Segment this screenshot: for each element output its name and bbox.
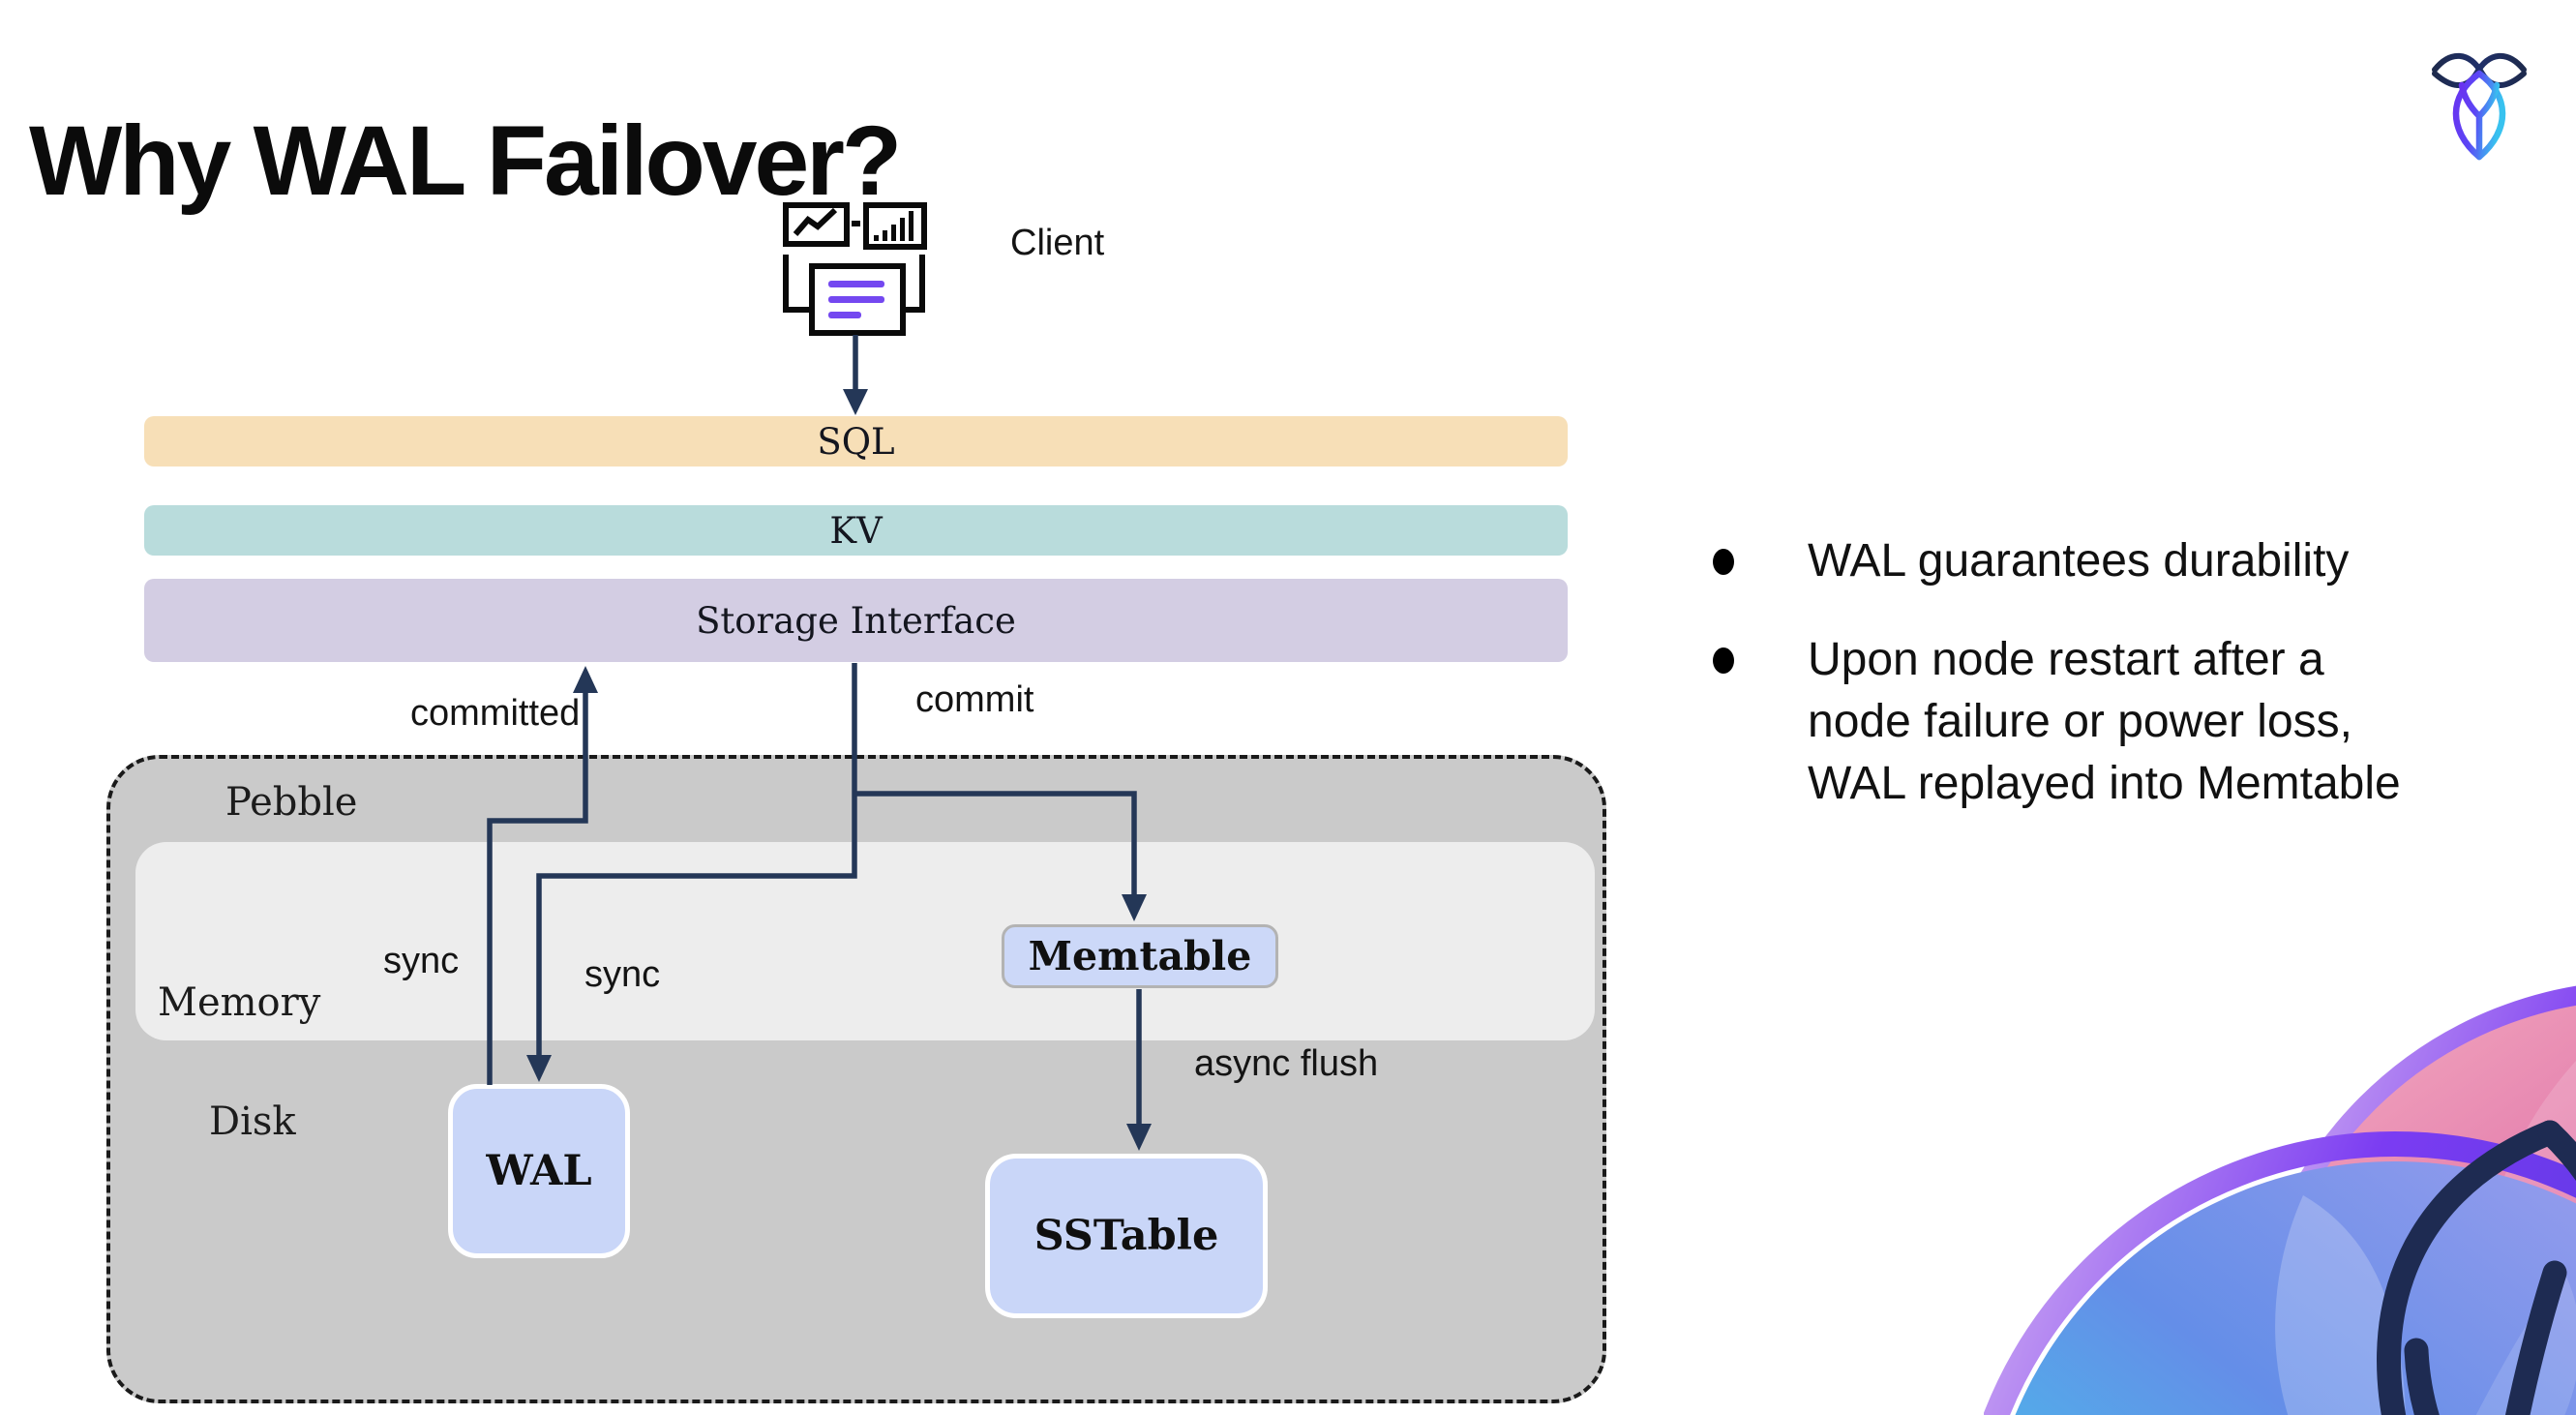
layer-storage-label: Storage Interface (696, 599, 1016, 642)
memory-band (135, 842, 1595, 1040)
arrowhead-client-down (843, 389, 868, 415)
art-navy-leaf (2377, 1120, 2576, 1415)
pebble-container (106, 755, 1606, 1403)
doc-text-lines (828, 281, 884, 318)
art-blue-petal-left (2275, 1195, 2406, 1415)
logo-vein (2458, 81, 2501, 161)
bracket-right (898, 255, 925, 313)
layer-sql: SQL (144, 416, 1568, 467)
client-icon (783, 202, 927, 336)
sync-right-label: sync (584, 954, 661, 995)
committed-label: committed (410, 693, 581, 734)
bullet-item: WAL guarantees durability (1690, 530, 2576, 592)
bullet-item: Upon node restart after a node failure o… (1690, 629, 2576, 815)
memtable-label: Memtable (1028, 933, 1252, 979)
line-chart-icon (793, 207, 838, 236)
page-title: Why WAL Failover? (29, 105, 902, 217)
sync-left-label: sync (383, 941, 460, 981)
disk-label: Disk (209, 1099, 296, 1144)
art-blue-ring (1984, 1131, 2576, 1415)
sstable-node: SSTable (985, 1154, 1268, 1318)
memtable-node: Memtable (1002, 924, 1278, 988)
bullet-text: Upon node restart after a node failure o… (1808, 634, 2401, 809)
cockroachdb-logo-icon (2432, 52, 2527, 161)
layer-kv-label: KV (829, 509, 883, 552)
wal-node: WAL (448, 1084, 630, 1258)
dash-connector (852, 221, 860, 226)
layer-sql-label: SQL (817, 420, 895, 463)
client-label: Client (1010, 223, 1105, 263)
commit-label: commit (915, 679, 1034, 720)
memory-label: Memory (158, 980, 321, 1025)
bullet-text: WAL guarantees durability (1808, 535, 2350, 587)
bar-chart-icon (874, 211, 914, 241)
layer-kv: KV (144, 505, 1568, 556)
arrowhead-committed-up (573, 666, 598, 693)
async-flush-label: async flush (1194, 1043, 1379, 1084)
pebble-label: Pebble (225, 780, 358, 825)
wal-label: WAL (486, 1147, 592, 1195)
client-chart-window (783, 202, 850, 247)
brand-art (1984, 985, 2576, 1415)
layer-storage-interface: Storage Interface (144, 579, 1568, 662)
bracket-left (783, 255, 810, 313)
bullet-list: WAL guarantees durability Upon node rest… (1690, 530, 2576, 852)
sstable-label: SSTable (1033, 1212, 1219, 1260)
